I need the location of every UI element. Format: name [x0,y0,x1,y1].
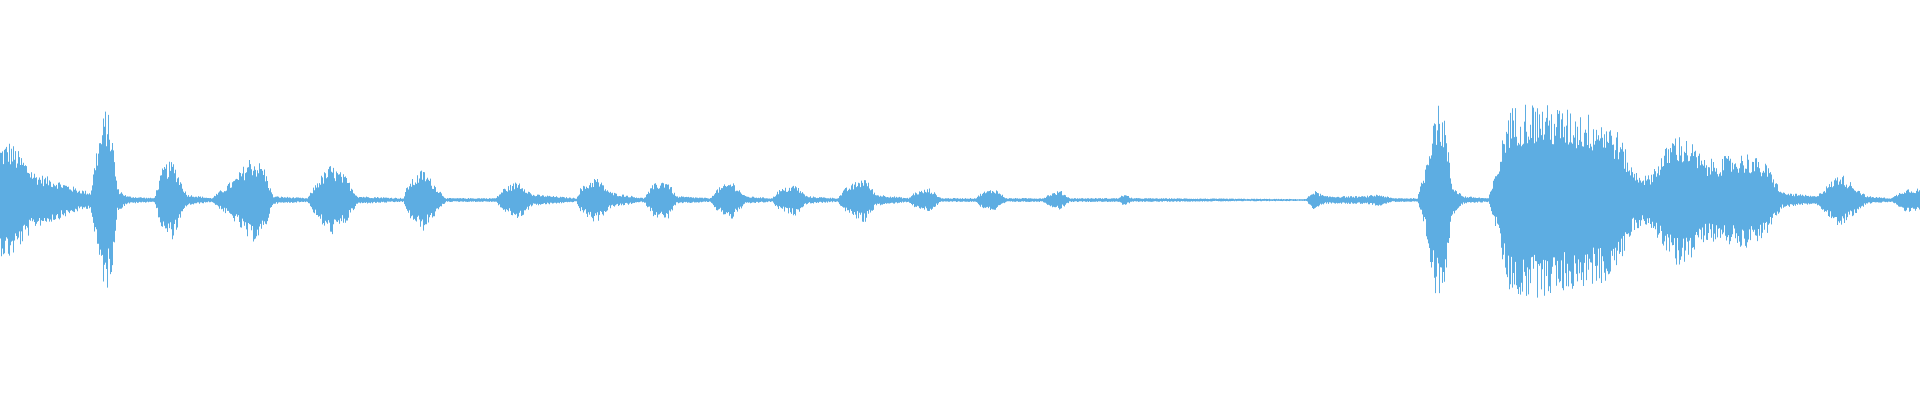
waveform-bars [0,104,1920,298]
waveform-path [0,104,1920,298]
